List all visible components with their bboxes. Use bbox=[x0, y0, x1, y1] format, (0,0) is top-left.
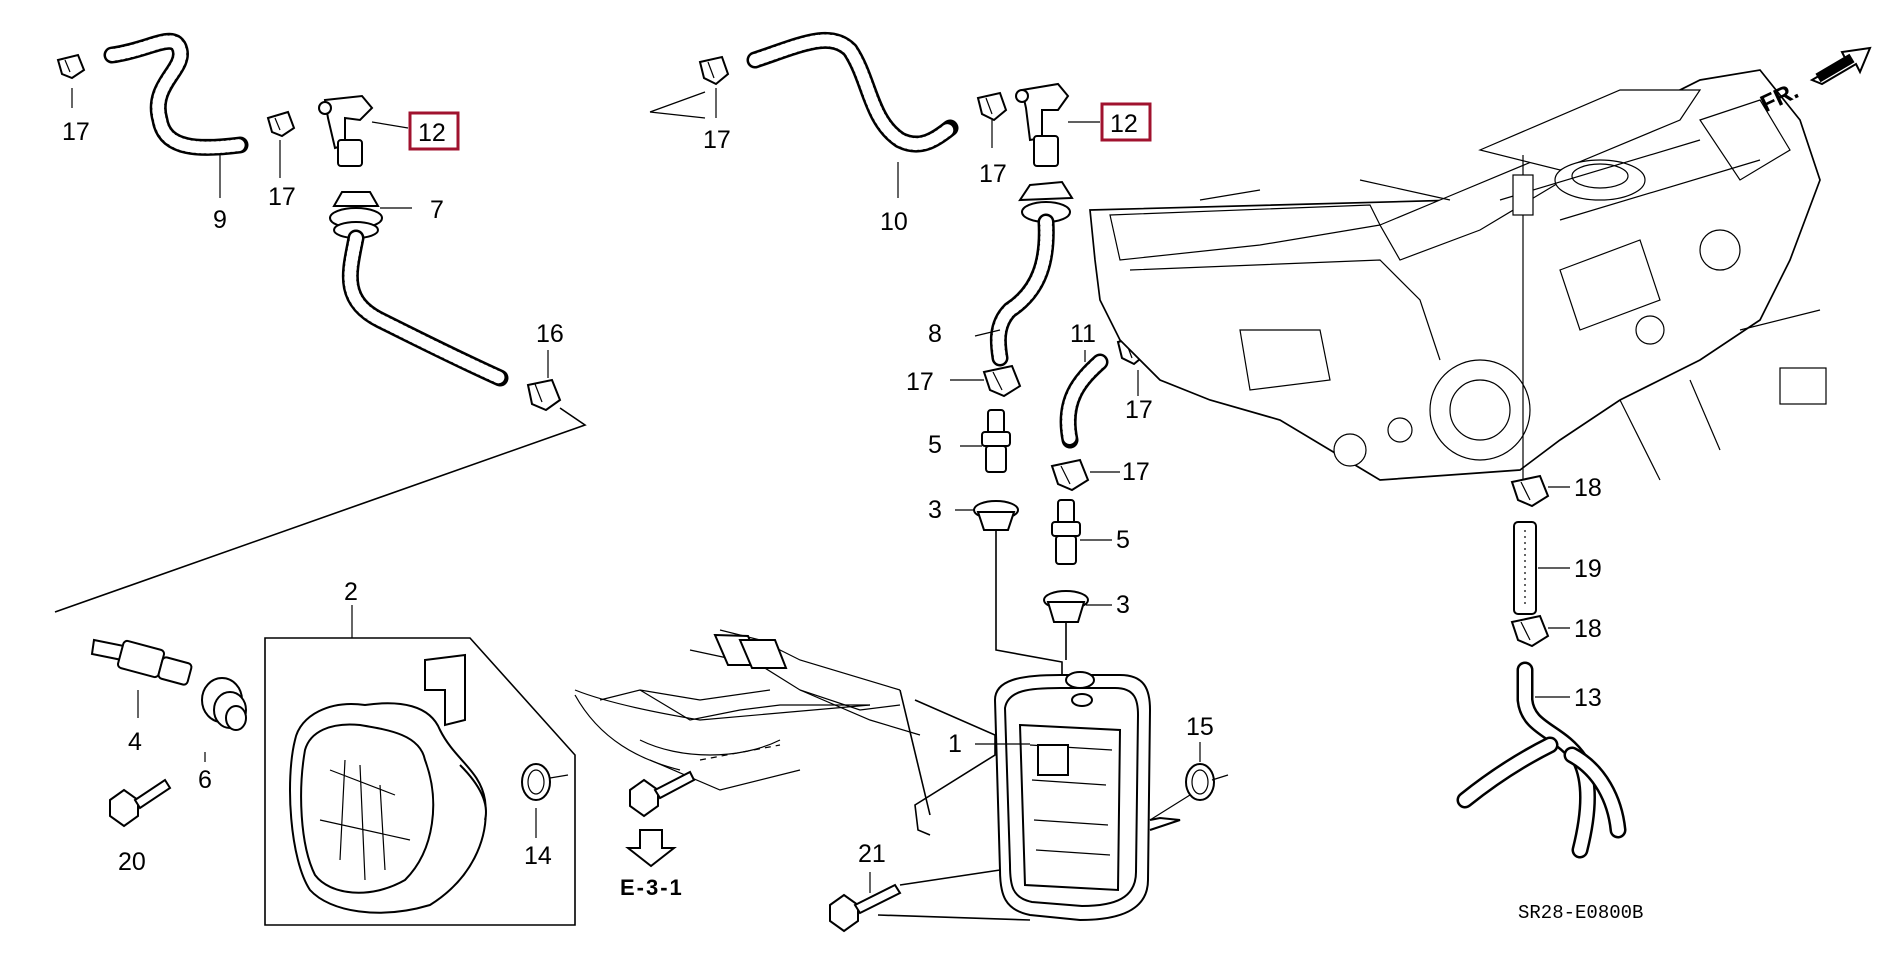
hose-13[interactable] bbox=[1456, 661, 1627, 859]
callout-20: 20 bbox=[118, 848, 146, 876]
hose-16[interactable] bbox=[341, 229, 509, 387]
callout-17: 17 bbox=[268, 183, 296, 211]
clip-17-mid-left[interactable] bbox=[698, 55, 730, 86]
bolt-e31[interactable] bbox=[629, 770, 696, 818]
o-ring-15[interactable] bbox=[1185, 763, 1215, 801]
callout-17: 17 bbox=[62, 118, 90, 146]
grommet-upper[interactable] bbox=[1018, 180, 1074, 223]
callout-18: 18 bbox=[1574, 615, 1602, 643]
callout-17: 17 bbox=[1122, 458, 1150, 486]
grommet-6[interactable] bbox=[201, 677, 247, 731]
separator-1[interactable] bbox=[993, 671, 1181, 922]
callout-13: 13 bbox=[1574, 684, 1602, 712]
ref-arrow-e31[interactable] bbox=[625, 829, 677, 868]
callout-17: 17 bbox=[979, 160, 1007, 188]
callout-21: 21 bbox=[858, 840, 886, 868]
bracket-assembly bbox=[574, 629, 921, 791]
clip-17-lower[interactable] bbox=[266, 110, 296, 138]
callout-9: 9 bbox=[213, 206, 227, 234]
clip-17-top-left[interactable] bbox=[56, 53, 86, 80]
callout-15: 15 bbox=[1186, 713, 1214, 741]
hose-9[interactable] bbox=[103, 32, 249, 156]
callout-12[interactable]: 12 bbox=[418, 119, 446, 147]
callout-16: 16 bbox=[536, 320, 564, 348]
fitting-5-a[interactable] bbox=[981, 409, 1011, 473]
pcv-elbow-12-left[interactable] bbox=[318, 94, 374, 167]
callout-2: 2 bbox=[344, 578, 358, 606]
callout-7: 7 bbox=[430, 196, 444, 224]
pcv-elbow-12-right[interactable] bbox=[1015, 82, 1070, 167]
clip-17-mid-right[interactable] bbox=[976, 91, 1008, 122]
pipe-19[interactable] bbox=[1513, 521, 1537, 615]
callout-3: 3 bbox=[1116, 591, 1130, 619]
grommet-3-b[interactable] bbox=[1043, 590, 1089, 623]
clip-17-right-c[interactable] bbox=[1050, 458, 1090, 492]
hose-8[interactable] bbox=[989, 213, 1055, 367]
separator-2[interactable] bbox=[289, 653, 487, 914]
callout-12-box bbox=[1100, 102, 1152, 142]
check-valve-4[interactable] bbox=[90, 638, 193, 686]
grommet-3-a[interactable] bbox=[973, 500, 1019, 531]
callout-19: 19 bbox=[1574, 555, 1602, 583]
callout-8: 8 bbox=[928, 320, 942, 348]
separator-2-box bbox=[264, 637, 576, 926]
clip-18-b[interactable] bbox=[1510, 614, 1550, 648]
clip-18-a[interactable] bbox=[1510, 474, 1550, 508]
callout-11: 11 bbox=[1070, 320, 1096, 348]
callout-17: 17 bbox=[703, 126, 731, 154]
callout-12-box bbox=[408, 111, 460, 151]
callout-5: 5 bbox=[928, 431, 942, 459]
o-ring-14[interactable] bbox=[521, 763, 551, 801]
hose-11[interactable] bbox=[1059, 353, 1109, 449]
callout-12[interactable]: 12 bbox=[1110, 110, 1138, 138]
grommet-7[interactable] bbox=[329, 191, 383, 239]
callout-6: 6 bbox=[198, 766, 212, 794]
bolt-20[interactable] bbox=[109, 778, 172, 828]
callout-4: 4 bbox=[128, 728, 142, 756]
fitting-5-b[interactable] bbox=[1051, 499, 1081, 565]
hose-10[interactable] bbox=[746, 31, 959, 153]
callout-14: 14 bbox=[524, 842, 552, 870]
engine-assembly bbox=[1089, 69, 1827, 481]
front-arrow-icon bbox=[1809, 46, 1872, 86]
diagram-code: SR28-E0800B bbox=[1518, 902, 1643, 924]
callout-10: 10 bbox=[880, 208, 908, 236]
bolt-21[interactable] bbox=[829, 883, 902, 933]
ref-label-e31[interactable]: E-3-1 bbox=[620, 875, 684, 900]
callout-17: 17 bbox=[906, 368, 934, 396]
callout-18: 18 bbox=[1574, 474, 1602, 502]
clip-17-right-a[interactable] bbox=[982, 364, 1022, 398]
callout-5: 5 bbox=[1116, 526, 1130, 554]
clip-16[interactable] bbox=[526, 378, 562, 412]
callout-17: 17 bbox=[1125, 396, 1153, 424]
callout-3: 3 bbox=[928, 496, 942, 524]
callout-1: 1 bbox=[948, 730, 962, 758]
